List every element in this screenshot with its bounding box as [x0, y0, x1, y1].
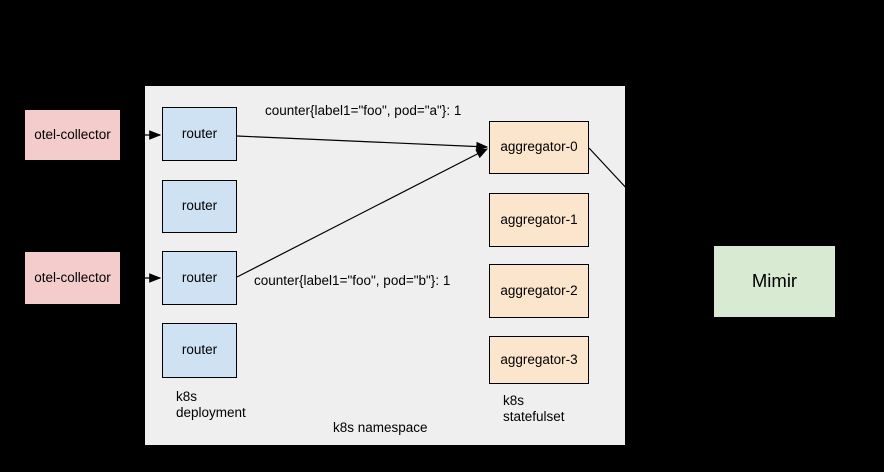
node-label: otel-collector: [34, 126, 111, 142]
group-label-k8s-deployment: k8s deployment: [176, 389, 246, 421]
node-label: router: [181, 125, 218, 141]
node-mimir: Mimir: [713, 245, 836, 318]
group-label-line: statefulset: [503, 409, 565, 424]
edge-label-counter-pod-a: counter{label1="foo", pod="a"}: 1: [265, 103, 462, 118]
node-label: router: [181, 198, 218, 214]
node-aggregator-2: aggregator-2: [489, 264, 589, 318]
node-label: aggregator-0: [500, 139, 578, 155]
node-aggregator-1: aggregator-1: [489, 193, 589, 247]
node-router-3: router: [162, 251, 237, 305]
node-router-4: router: [162, 323, 237, 378]
node-otel-collector-1: otel-collector: [24, 109, 121, 161]
node-otel-collector-2: otel-collector: [24, 251, 121, 305]
edge-label-counter-pod-b: counter{label1="foo", pod="b"}: 1: [254, 273, 451, 288]
group-label-line: deployment: [176, 405, 246, 420]
node-aggregator-3: aggregator-3: [489, 336, 589, 384]
node-router-1: router: [162, 107, 237, 161]
node-router-2: router: [162, 180, 237, 233]
node-aggregator-0: aggregator-0: [489, 121, 589, 174]
node-label: Mimir: [751, 270, 798, 292]
node-label: router: [181, 342, 218, 358]
node-label: aggregator-3: [500, 351, 578, 367]
group-label-k8s-namespace: k8s namespace: [333, 420, 428, 435]
group-label-line: k8s: [503, 393, 525, 408]
node-label: aggregator-2: [500, 282, 578, 298]
node-label: aggregator-1: [500, 211, 578, 227]
node-label: otel-collector: [34, 269, 111, 285]
node-label: router: [181, 269, 218, 285]
group-label-line: k8s: [176, 389, 198, 404]
group-label-k8s-statefulset: k8s statefulset: [503, 393, 565, 425]
